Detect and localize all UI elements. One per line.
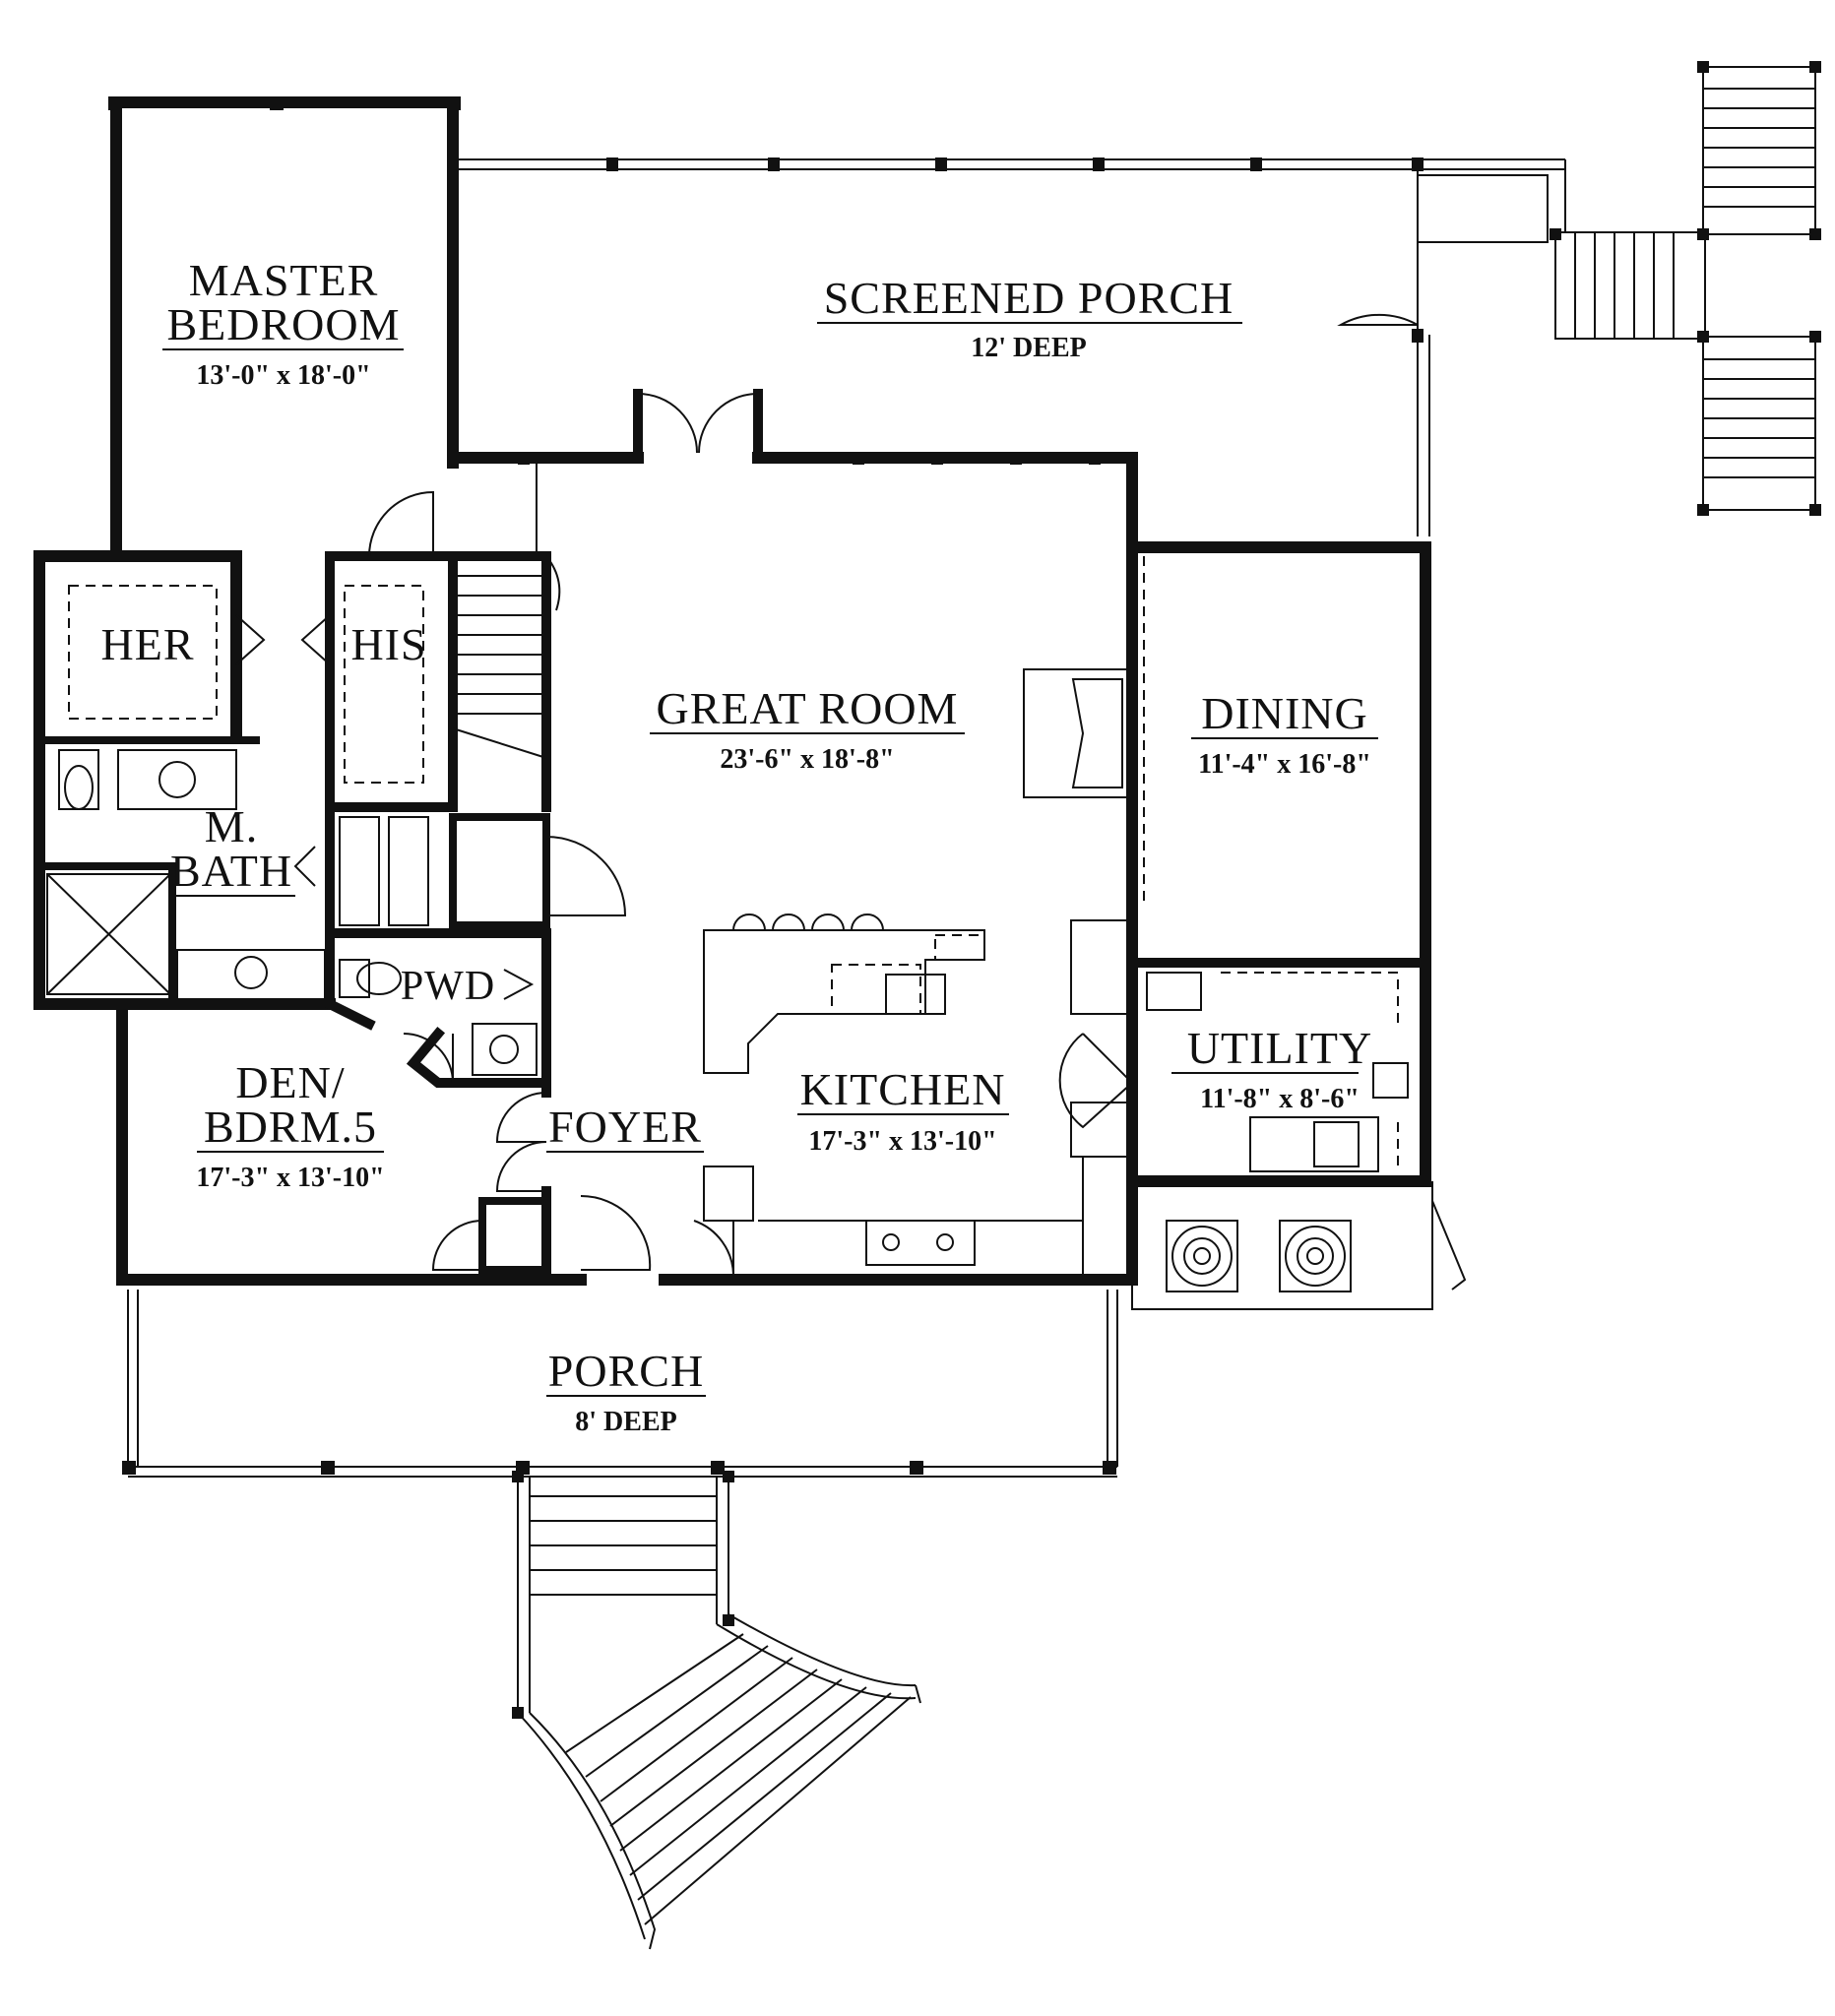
screened-porch-name: SCREENED PORCH	[824, 273, 1234, 323]
screened-porch-dims: 12' DEEP	[971, 333, 1086, 363]
screened-porch-area	[453, 158, 1566, 536]
master-suite	[35, 551, 551, 1008]
room-labels: MASTER BEDROOM 13'-0" x 18'-0" SCREENED …	[101, 255, 1378, 1437]
label-dining: DINING 11'-4" x 16'-8"	[1191, 688, 1378, 780]
dining-dims: 11'-4" x 16'-8"	[1198, 749, 1371, 780]
main-stair	[368, 463, 627, 929]
utility-name: UTILITY	[1187, 1023, 1372, 1073]
den-dims: 17'-3" x 13'-10"	[196, 1163, 384, 1193]
great-room-name: GREAT ROOM	[657, 683, 959, 733]
den-name-1: DEN/	[235, 1057, 345, 1107]
master-bath-name-1: M.	[205, 801, 258, 851]
label-kitchen: KITCHEN 17'-3" x 13'-10"	[797, 1064, 1009, 1157]
label-porch: PORCH 8' DEEP	[546, 1346, 706, 1437]
porch-name: PORCH	[548, 1346, 704, 1396]
her-closet-label: HER	[101, 619, 195, 669]
powder-room	[325, 928, 551, 1088]
great-room-dims: 23'-6" x 18'-8"	[720, 744, 894, 775]
dining-utility	[1136, 541, 1431, 1172]
mechanical-pad	[1131, 1181, 1467, 1310]
label-screened-porch: SCREENED PORCH 12' DEEP	[817, 273, 1242, 363]
his-closet-label: HIS	[350, 619, 426, 669]
master-bath-name-2: BATH	[170, 846, 292, 896]
label-master-bedroom: MASTER BEDROOM 13'-0" x 18'-0"	[162, 255, 404, 391]
label-foyer: FOYER	[546, 1102, 704, 1153]
den-foyer-walls	[431, 1078, 734, 1285]
master-bedroom-name-2: BEDROOM	[166, 299, 400, 349]
utility-dims: 11'-8" x 8'-6"	[1200, 1084, 1360, 1114]
label-master-bath: M. BATH	[170, 801, 295, 897]
kitchen-fixtures	[703, 655, 1137, 1280]
powder-room-label: PWD	[401, 964, 495, 1009]
den-name-2: BDRM.5	[204, 1102, 377, 1152]
porch-dims: 8' DEEP	[575, 1407, 676, 1437]
foyer-name: FOYER	[548, 1102, 702, 1152]
dining-name: DINING	[1201, 688, 1368, 738]
master-bedroom-dims: 13'-0" x 18'-0"	[196, 360, 370, 391]
label-utility: UTILITY 11'-8" x 8'-6"	[1171, 1023, 1372, 1114]
label-great-room: GREAT ROOM 23'-6" x 18'-8"	[650, 683, 965, 775]
side-stair	[1550, 61, 1821, 516]
kitchen-name: KITCHEN	[800, 1064, 1006, 1114]
kitchen-dims: 17'-3" x 13'-10"	[808, 1126, 996, 1157]
master-bedroom-name-1: MASTER	[189, 255, 379, 305]
label-den: DEN/ BDRM.5 17'-3" x 13'-10"	[196, 1057, 384, 1193]
front-porch	[122, 1274, 1118, 1478]
front-stair	[512, 1471, 921, 1950]
